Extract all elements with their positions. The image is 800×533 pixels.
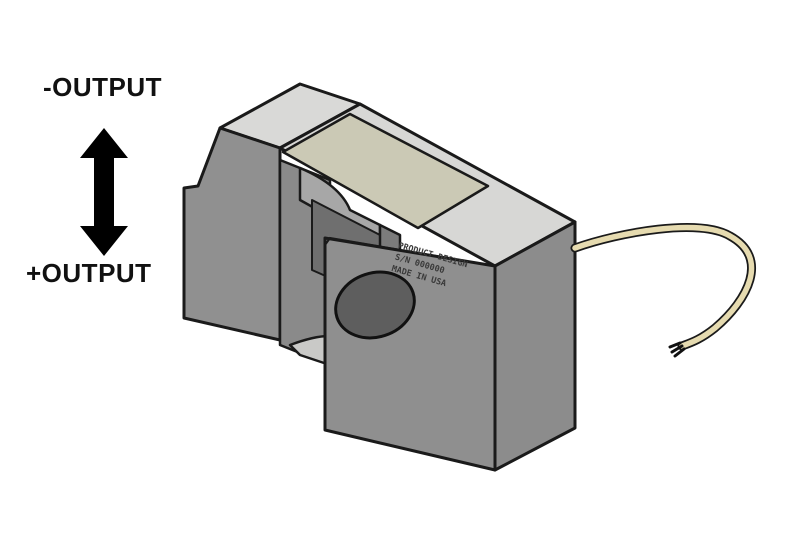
cable [572,224,755,349]
front-bevel [324,236,496,267]
double-arrow-icon [80,128,128,256]
oval-hole [334,270,416,340]
positive-output-label: +OUTPUT [26,258,152,288]
right-end-face [493,220,577,472]
negative-output-label: -OUTPUT [43,72,163,102]
cable-wire-ends [668,341,686,358]
label-plate [281,112,490,230]
left-end-face [182,126,282,342]
cable-outline [570,223,756,351]
